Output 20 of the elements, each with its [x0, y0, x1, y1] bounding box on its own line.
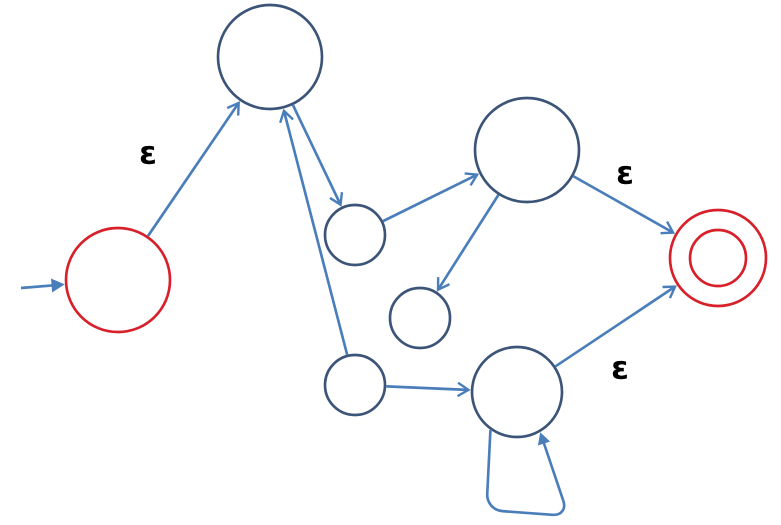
accept-state-circle — [668, 208, 768, 308]
edge-label: ε — [138, 144, 158, 166]
arrow — [382, 172, 480, 222]
state-circle — [324, 204, 386, 266]
state-circle — [474, 96, 580, 204]
state-circle — [470, 346, 564, 438]
state-circle — [388, 286, 452, 350]
edge-label: ε — [614, 164, 636, 186]
arrow — [572, 175, 676, 234]
state-circle — [324, 354, 386, 416]
arrow — [292, 104, 344, 207]
edge-label: ε — [610, 359, 630, 381]
state-circle — [216, 4, 324, 110]
arrow — [279, 108, 348, 355]
arrow — [386, 382, 471, 398]
arrow — [436, 194, 500, 292]
start-state-circle — [64, 226, 172, 334]
arrow — [146, 101, 240, 237]
arrow — [486, 430, 566, 516]
arrow — [554, 285, 677, 368]
